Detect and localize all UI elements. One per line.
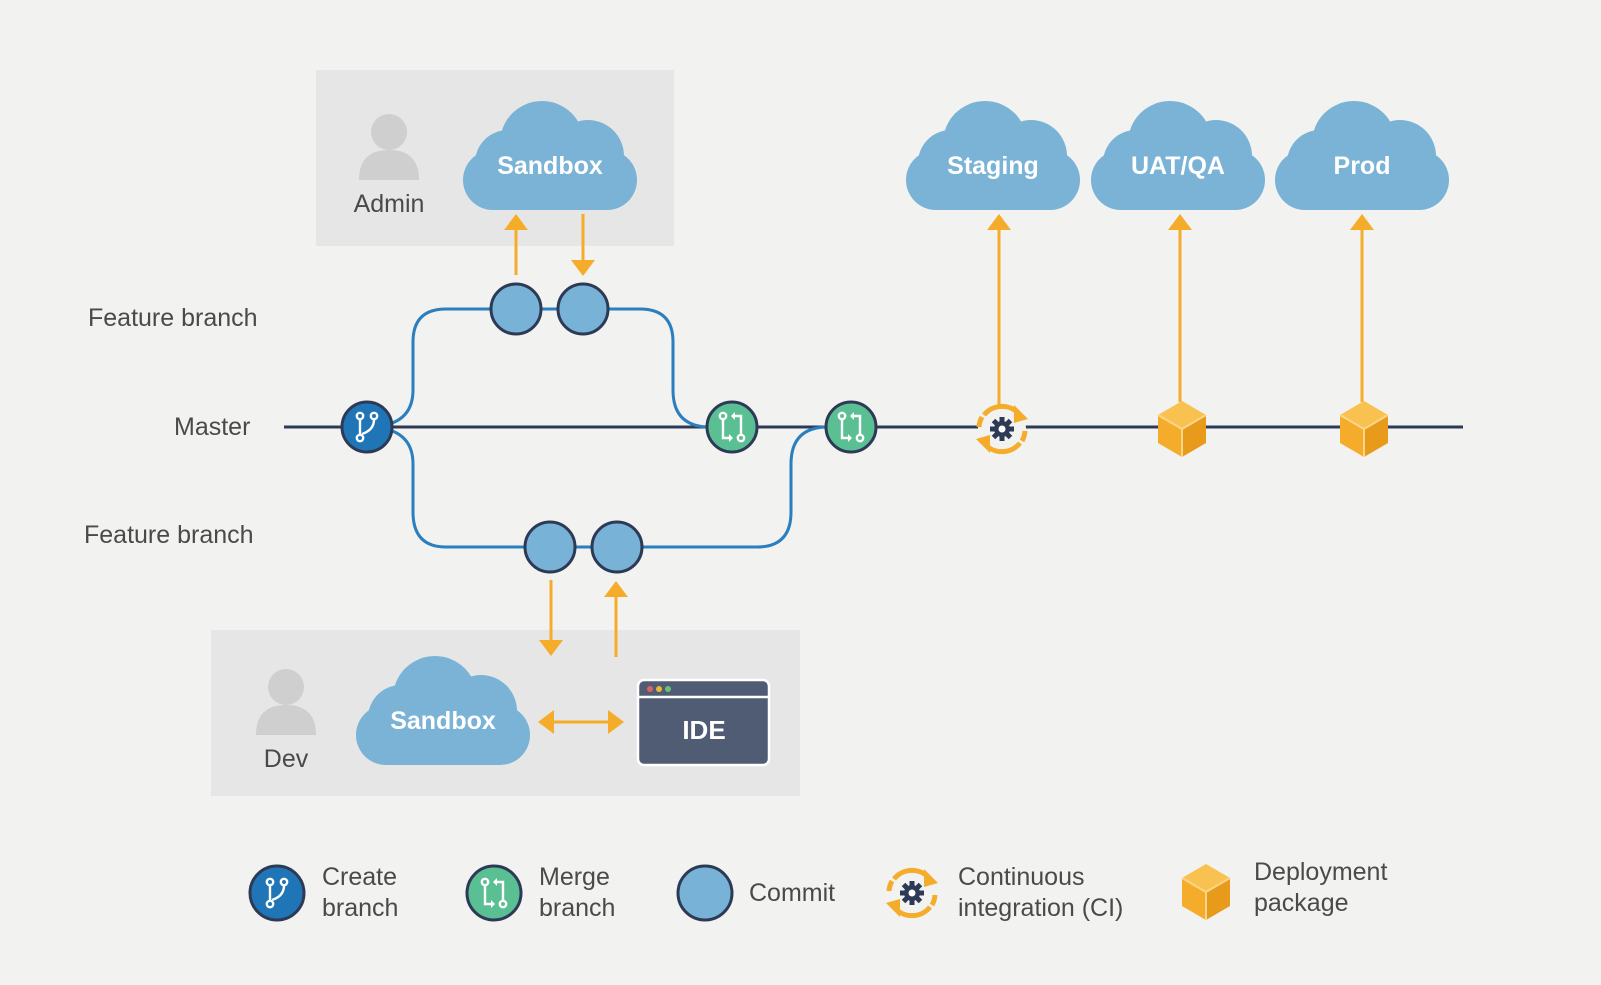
merge-branch-icon <box>705 400 759 454</box>
dev-sandbox-label: Sandbox <box>390 707 496 735</box>
ci-icon <box>976 405 1028 453</box>
window-close-dot <box>647 686 653 692</box>
admin-sandbox-label: Sandbox <box>497 152 603 180</box>
deployment-package-icon <box>1157 400 1207 458</box>
legend-deployment-label: Deployment package <box>1254 858 1394 917</box>
legend-merge-branch-label: Merge branch <box>539 863 617 922</box>
create-branch-icon <box>340 400 394 454</box>
merge-branch-icon <box>824 400 878 454</box>
arrow-commit-to-dev-sandbox <box>539 580 563 656</box>
legend-ci-label: Continuous integration (CI) <box>958 863 1123 922</box>
master-label: Master <box>174 413 250 441</box>
commit-node <box>590 520 644 574</box>
arrow-commit-to-admin-sandbox <box>504 214 528 275</box>
ide-window <box>636 678 771 767</box>
window-minimize-dot <box>656 686 662 692</box>
feature-branch-top-label: Feature branch <box>88 304 258 332</box>
window-maximize-dot <box>665 686 671 692</box>
arrow-package-to-prod <box>1350 214 1374 402</box>
legend-create-branch-icon <box>248 864 306 922</box>
legend: Create branch Merge branch Commit Contin… <box>248 858 1394 922</box>
arrow-package-to-uat <box>1168 214 1192 402</box>
legend-ci-icon <box>886 869 938 917</box>
feature-branch-bottom-line <box>366 425 829 549</box>
dev-label: Dev <box>264 745 309 773</box>
arrow-sandbox-ide-bidirectional <box>538 710 624 734</box>
admin-label: Admin <box>354 190 425 218</box>
commit-node <box>556 282 610 336</box>
arrow-admin-sandbox-to-commit <box>571 214 595 276</box>
arrow-ci-to-staging <box>987 214 1011 408</box>
ide-label: IDE <box>682 715 725 745</box>
arrow-ide-to-commit <box>604 581 628 657</box>
uat-label: UAT/QA <box>1131 152 1225 180</box>
staging-label: Staging <box>947 152 1039 180</box>
legend-merge-branch-icon <box>465 864 523 922</box>
legend-deployment-package-icon <box>1181 863 1231 921</box>
deployment-package-icon <box>1339 400 1389 458</box>
commit-node <box>489 282 543 336</box>
legend-commit-label: Commit <box>749 879 835 907</box>
feature-branch-bottom-label: Feature branch <box>84 521 254 549</box>
prod-label: Prod <box>1334 152 1391 180</box>
legend-commit-icon <box>676 864 734 922</box>
commit-node <box>523 520 577 574</box>
feature-branch-top-line <box>366 307 711 429</box>
legend-create-branch-label: Create branch <box>322 863 404 922</box>
